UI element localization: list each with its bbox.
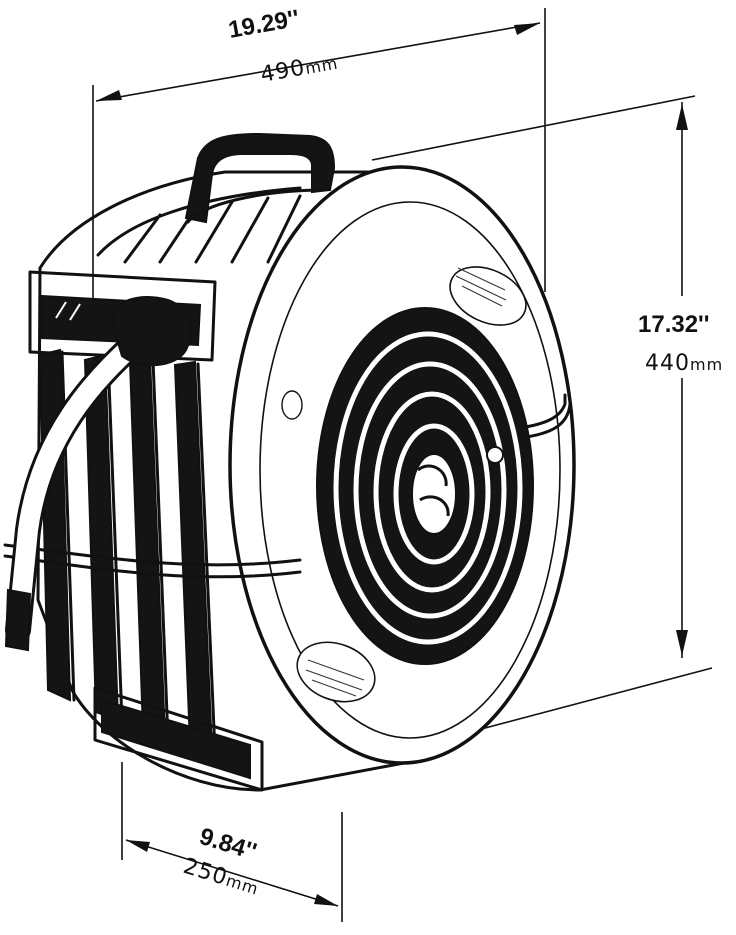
depth-dimension-line xyxy=(125,839,339,907)
hose-stopper xyxy=(110,296,192,367)
depth-dimension: 9.84'' 250mm xyxy=(121,762,343,922)
height-dimension: 17.32'' 440mm xyxy=(371,95,736,743)
width-dimension-line xyxy=(95,22,541,102)
height-mm-label: 440mm xyxy=(645,351,723,376)
height-inches-label: 17.32'' xyxy=(638,311,709,338)
housing-foot xyxy=(93,686,264,792)
housing-front-inner-rim xyxy=(259,201,561,739)
arrow-head-depth-right xyxy=(314,894,338,906)
height-extension-top xyxy=(371,95,696,161)
hose-fitting xyxy=(4,588,32,652)
width-inches-label: 19.29'' xyxy=(226,5,301,44)
width-mm-label: 490mm xyxy=(259,50,340,88)
label-plates xyxy=(281,266,527,703)
arrow-head-bottom xyxy=(676,630,688,656)
guide-marks xyxy=(55,301,81,321)
arrow-head-top xyxy=(676,104,688,130)
arrow-head-right xyxy=(514,23,540,35)
housing-foot-slot xyxy=(101,698,251,780)
arrow-head-depth-left xyxy=(126,840,150,852)
hose-icon xyxy=(4,296,192,652)
hose-guide-plate xyxy=(28,270,217,362)
arrow-head-left xyxy=(96,90,122,101)
carry-handle-icon xyxy=(184,132,336,224)
spring-cover-screw xyxy=(486,446,504,464)
spring-cover-icon xyxy=(316,307,534,665)
height-label-backdrop xyxy=(632,296,736,378)
